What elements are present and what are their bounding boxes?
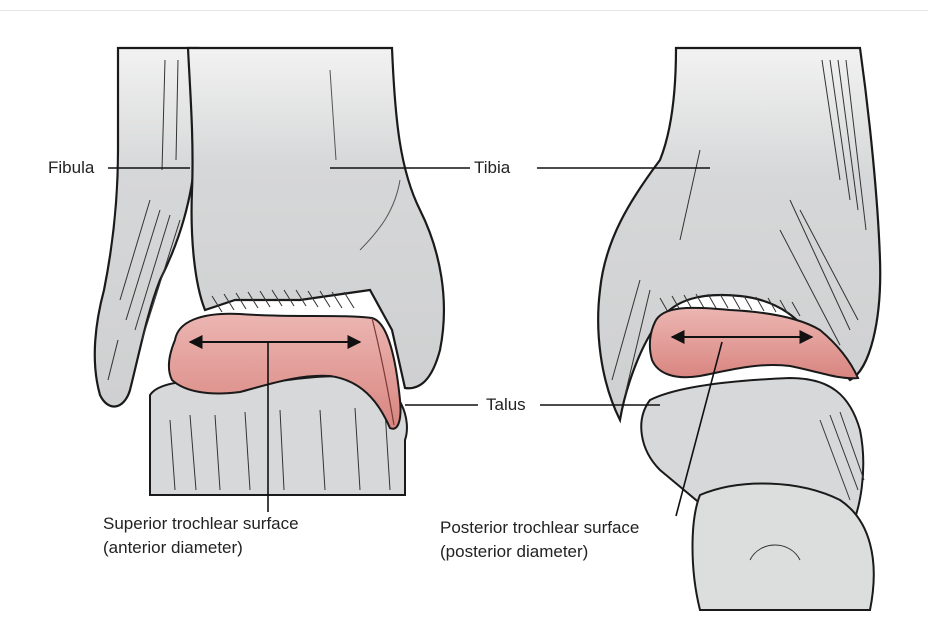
talus-label: Talus xyxy=(486,395,526,415)
fibula-label: Fibula xyxy=(48,158,94,178)
tibia-label: Tibia xyxy=(474,158,510,178)
anterior-view xyxy=(95,48,444,495)
posterior-surface-label: Posterior trochlear surface xyxy=(440,518,639,538)
posterior-surface-sublabel: (posterior diameter) xyxy=(440,542,588,562)
superior-surface-label: Superior trochlear surface xyxy=(103,514,299,534)
superior-surface-sublabel: (anterior diameter) xyxy=(103,538,243,558)
posterior-view xyxy=(598,48,880,610)
